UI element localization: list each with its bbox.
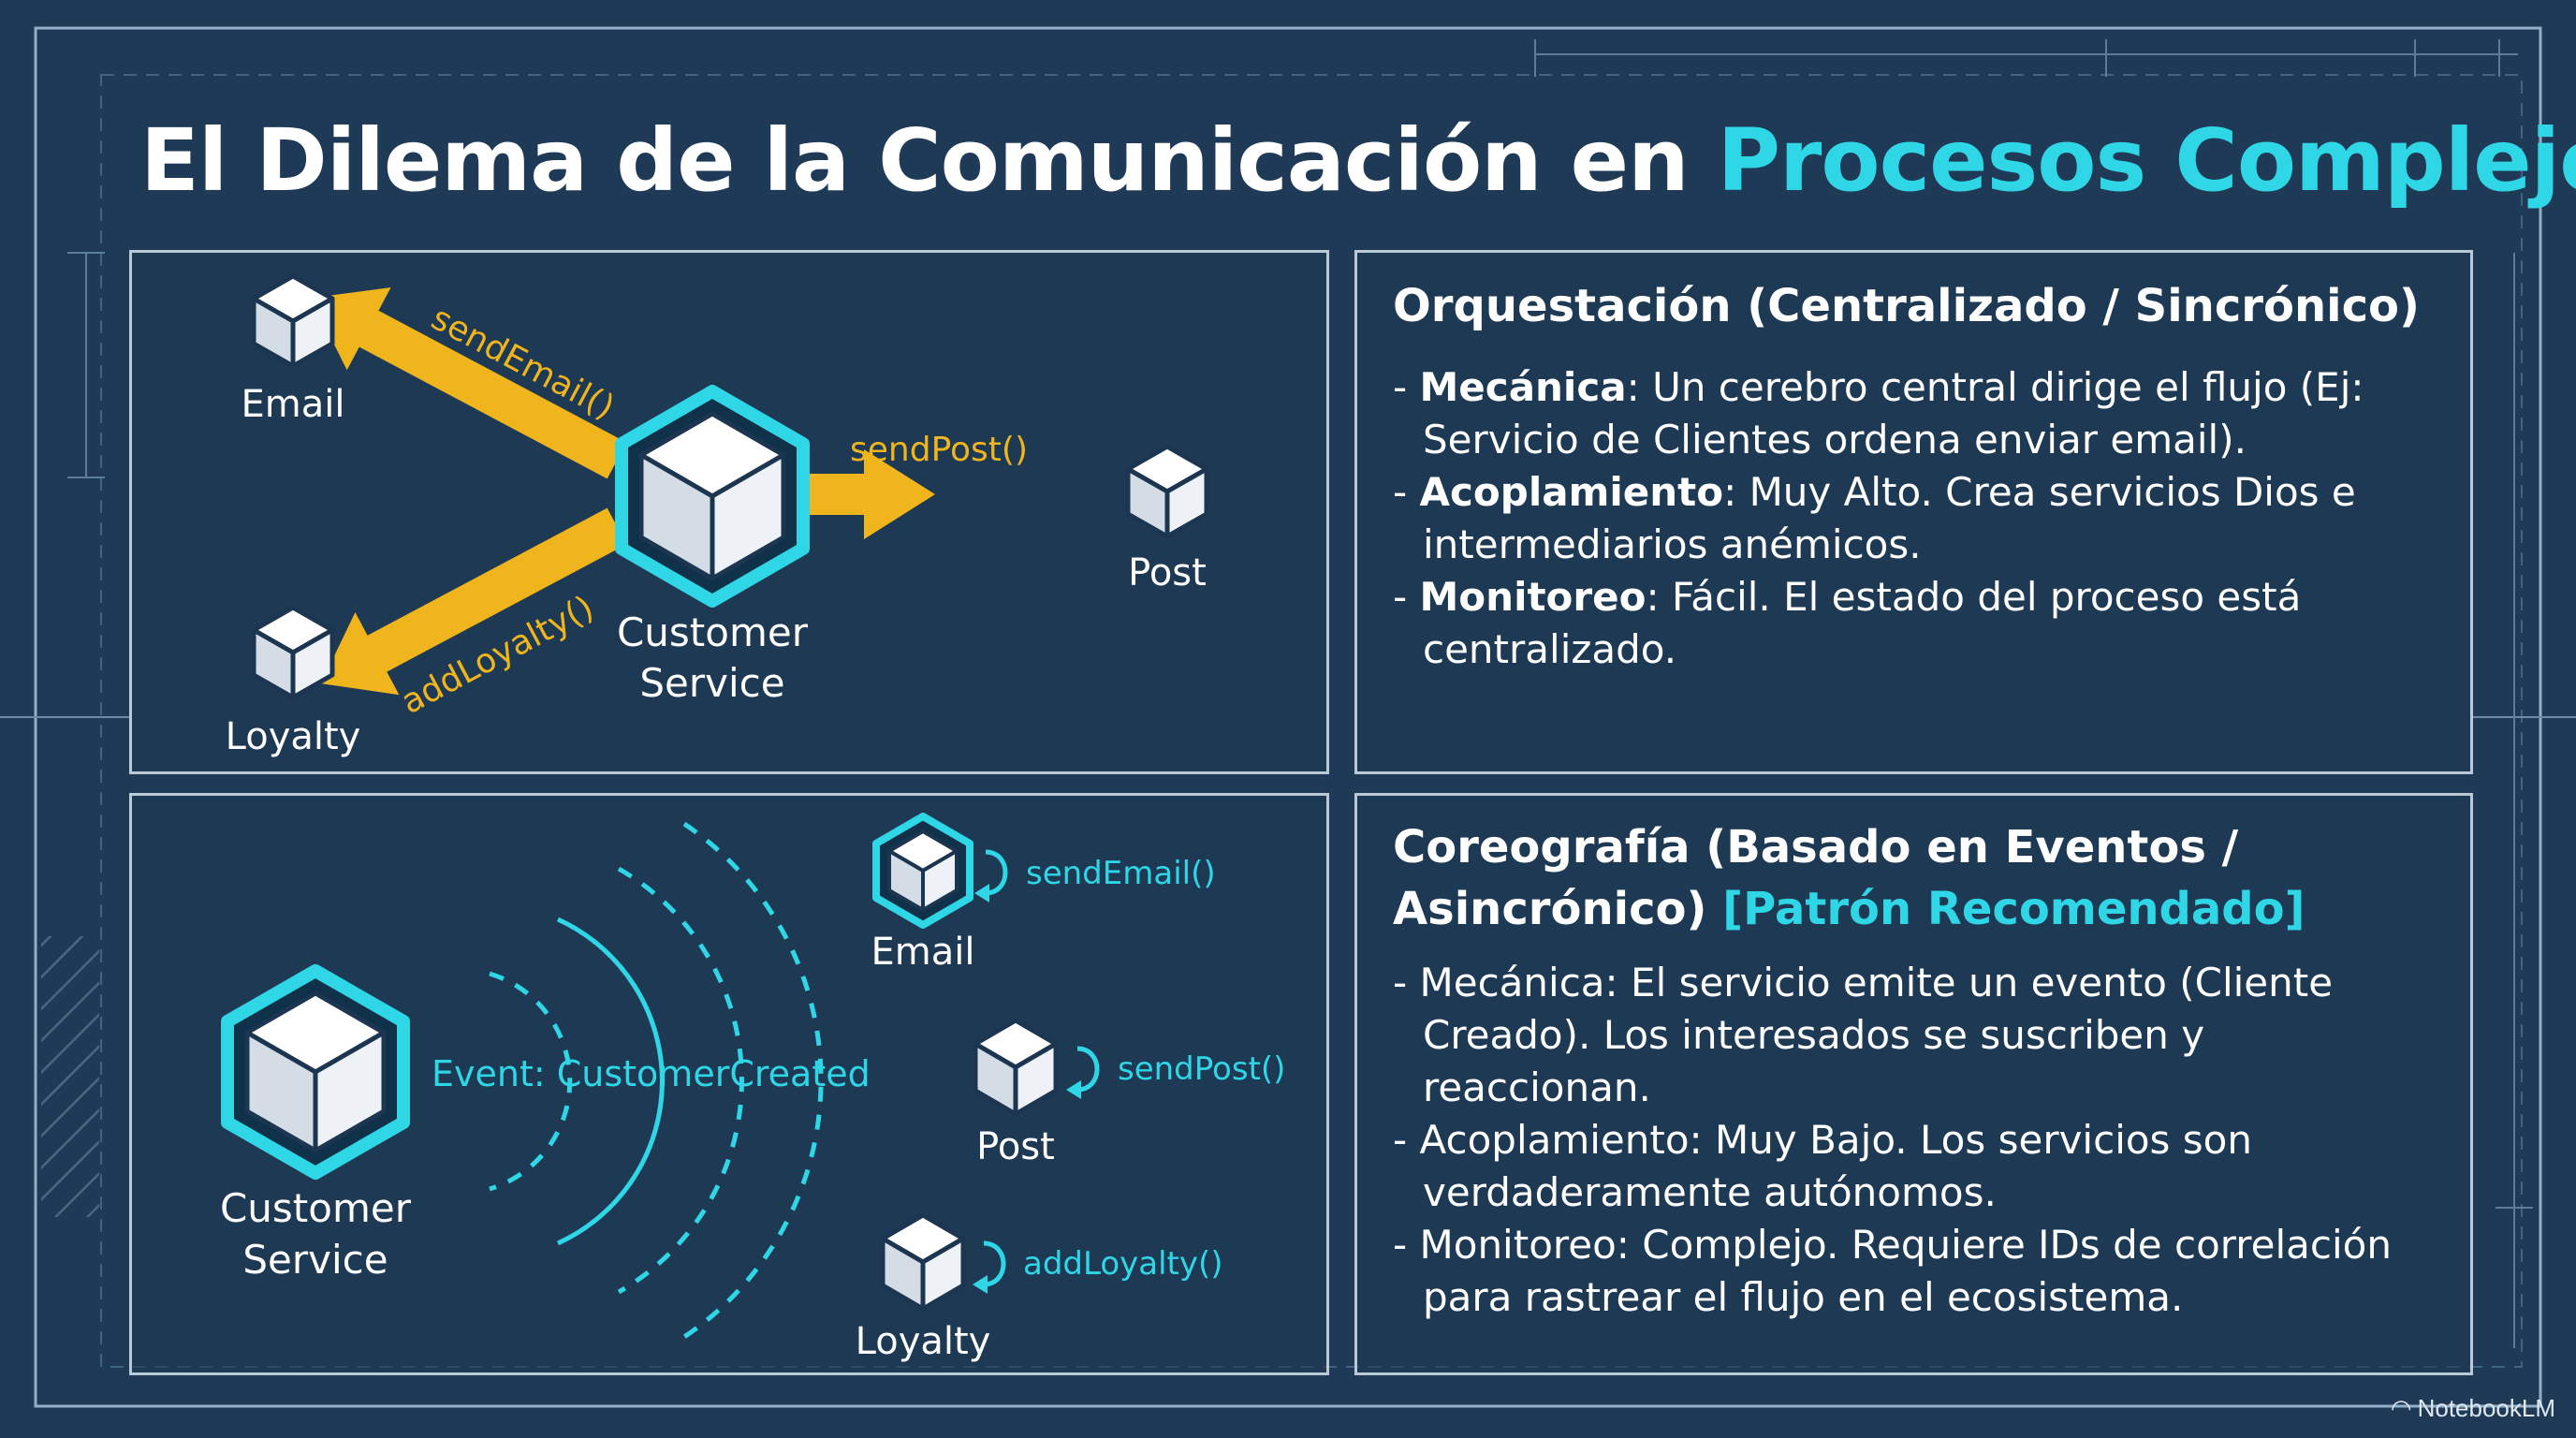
title-main: El Dilema de la Comunicación en [140,110,1718,211]
choreography-heading: Coreografía (Basado en Eventos / Asincró… [1393,816,2305,940]
send-email-label: sendEmail() [1026,855,1216,892]
loyalty-node-label: Loyalty [856,1320,991,1363]
choreography-diagram: Event: CustomerCreated sendEmail() sendP… [220,813,1285,1363]
notebooklm-watermark: ◠NotebookLM [2391,1394,2555,1423]
orchestration-bullet-list: - Mecánica: Un cerebro central dirige el… [1393,361,2442,676]
choreography-diagram-panel: Event: CustomerCreated sendEmail() sendP… [129,793,1329,1375]
page-title: El Dilema de la Comunicación en Procesos… [140,110,2576,211]
recommended-pattern-badge: [Patrón Recomendado] [1722,883,2305,935]
orchestration-heading: Orquestación (Centralizado / Sincrónico) [1393,280,2420,332]
email-callback-icon [974,852,1005,902]
orchestration-diagram-panel: sendEmail() sendPost() addLoyalty() Emai… [129,250,1329,774]
email-node-label: Email [871,931,975,974]
loyalty-cube-icon [883,1215,963,1309]
choreography-text-panel: Coreografía (Basado en Eventos / Asincró… [1354,793,2473,1375]
event-broadcast-waves [489,821,824,1340]
customer-service-label-line2: Service [242,1237,388,1283]
orchestration-bullet-acoplamiento: - Acoplamiento: Muy Alto. Crea servicios… [1393,469,2356,567]
orchestration-text-panel: Orquestación (Centralizado / Sincrónico)… [1354,250,2473,774]
send-post-label: sendPost() [850,431,1028,469]
title-accent: Procesos Complejos [1717,110,2576,211]
choreography-bullet-mecanica: - Mecánica: El servicio emite un evento … [1393,960,2334,1110]
post-node-label: Post [1128,551,1207,594]
post-cube-icon [1128,447,1207,536]
customer-service-label-line1: Customer [617,609,809,655]
event-label: Event: CustomerCreated [432,1053,871,1094]
post-cube-icon [975,1020,1056,1114]
customer-service-label-line1: Customer [220,1185,412,1231]
choreography-bullet-monitoreo: - Monitoreo: Complejo. Requiere IDs de c… [1393,1222,2392,1320]
add-loyalty-label: addLoyalty() [1023,1245,1223,1283]
email-node-label: Email [242,383,345,426]
customer-service-cube-icon [615,385,810,608]
customer-service-label-line2: Service [639,660,784,706]
choreography-bullet-list: - Mecánica: El servicio emite un evento … [1393,957,2442,1324]
loyalty-callback-icon [973,1243,1003,1294]
brand-label: NotebookLM [2417,1394,2555,1422]
post-node-label: Post [976,1125,1055,1168]
send-email-arrow [311,287,627,479]
loyalty-node-label: Loyalty [226,715,361,758]
add-loyalty-arrow [320,507,627,696]
choreography-bullet-acoplamiento: - Acoplamiento: Muy Bajo. Los servicios … [1393,1117,2252,1215]
orchestration-bullet-monitoreo: - Monitoreo: Fácil. El estado del proces… [1393,574,2302,672]
notebooklm-logo-icon: ◠ [2390,1394,2412,1422]
email-cube-icon [254,276,332,366]
loyalty-cube-icon [254,608,332,697]
customer-service-cube-icon [221,964,410,1180]
choreography-heading-line2: Asincrónico) [1393,883,1723,935]
send-post-label: sendPost() [1118,1050,1285,1088]
post-callback-icon [1066,1049,1097,1099]
choreography-heading-line1: Coreografía (Basado en Eventos / [1393,821,2239,873]
orchestration-bullet-mecanica: - Mecánica: Un cerebro central dirige el… [1393,364,2364,462]
orchestration-diagram: sendEmail() sendPost() addLoyalty() Emai… [226,253,1326,758]
email-cube-icon [872,813,973,929]
